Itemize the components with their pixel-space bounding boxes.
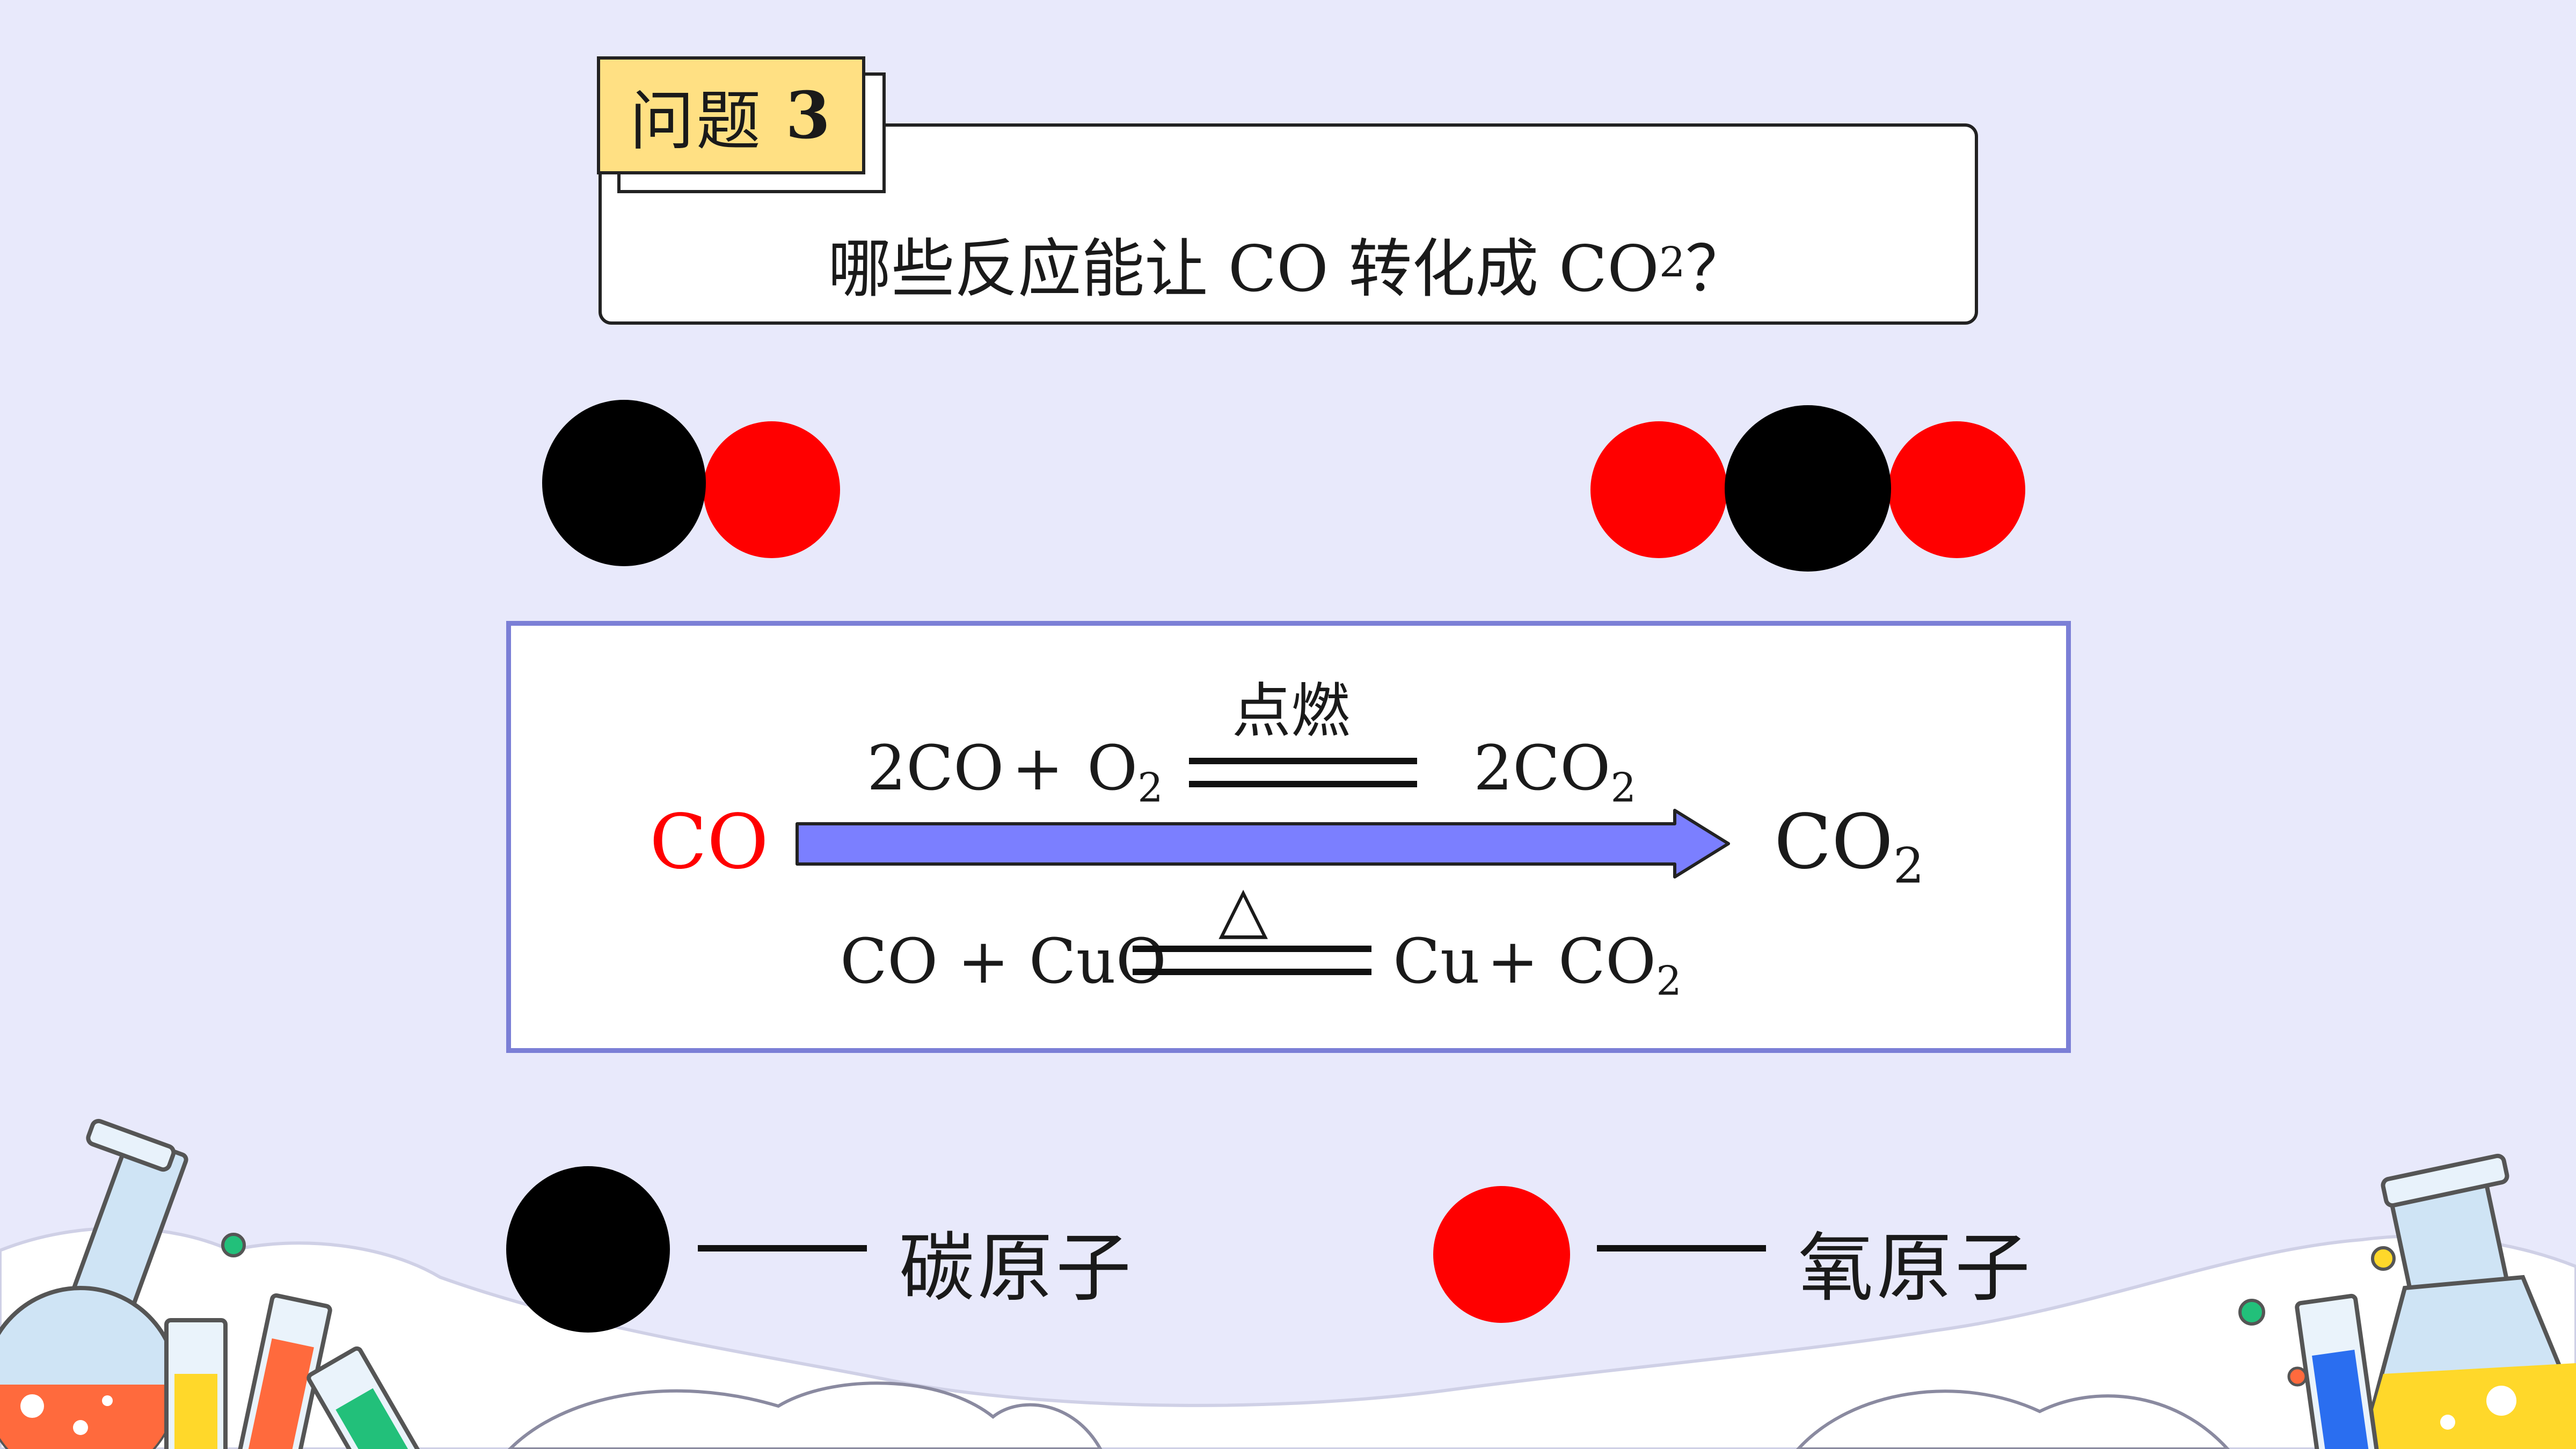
- upper-condition: 点燃: [1232, 677, 1350, 745]
- upper-lhs-b-sub: 2: [1137, 764, 1163, 811]
- question-label: 问题 3: [597, 56, 865, 174]
- right-test-tube-icon: [2295, 1293, 2382, 1449]
- upper-plus: +: [1012, 733, 1064, 804]
- upper-lhs-b: O2: [1087, 738, 1163, 808]
- legend-oxygen-label: 氧原子: [1798, 1225, 2034, 1312]
- upper-rhs-sub: 2: [1610, 764, 1636, 811]
- co2-molecule-oxygen-atom-left: [1590, 421, 1727, 558]
- lower-rhs-a: Cu: [1393, 926, 1480, 998]
- reaction-left-species: CO: [650, 799, 769, 886]
- co2-molecule-oxygen-atom-right: [1888, 421, 2025, 558]
- lower-condition: △: [1218, 872, 1268, 947]
- question-text-end: ？: [1685, 231, 1749, 306]
- co2-molecule-carbon-atom: [1725, 405, 1891, 572]
- legend-carbon-label: 碳原子: [899, 1225, 1135, 1312]
- legend-oxygen-atom: [1433, 1186, 1570, 1323]
- question-label-prefix: 问题: [630, 84, 763, 159]
- reaction-right-species-sub: 2: [1893, 838, 1924, 895]
- question-text-main: 哪些反应能让 CO 转化成 CO: [828, 231, 1659, 306]
- lower-rhs-b: + CO2: [1487, 931, 1682, 1001]
- reaction-right-species-main: CO: [1774, 799, 1893, 886]
- left-flask-icon: [0, 1118, 188, 1449]
- lower-rhs-b-sub: 2: [1656, 957, 1682, 1005]
- legend-oxygen-dash: [1597, 1245, 1766, 1252]
- lower-lhs: CO + CuO: [840, 926, 1167, 998]
- legend-carbon-dash: [698, 1245, 867, 1252]
- lower-rhs-b-main: + CO: [1487, 926, 1656, 998]
- left-test-tubes-icon: [164, 1293, 429, 1449]
- upper-lhs-a: 2CO: [867, 733, 1004, 804]
- legend-carbon-atom: [506, 1166, 670, 1333]
- question-label-number: 3: [785, 77, 833, 153]
- upper-rhs-main: 2CO: [1473, 733, 1611, 804]
- upper-lhs-b-main: O: [1087, 733, 1138, 804]
- co-molecule-carbon-atom: [542, 400, 706, 566]
- reaction-right-species: CO2: [1774, 805, 1924, 891]
- co-molecule-oxygen-atom: [703, 421, 840, 558]
- upper-rhs: 2CO2: [1473, 738, 1636, 808]
